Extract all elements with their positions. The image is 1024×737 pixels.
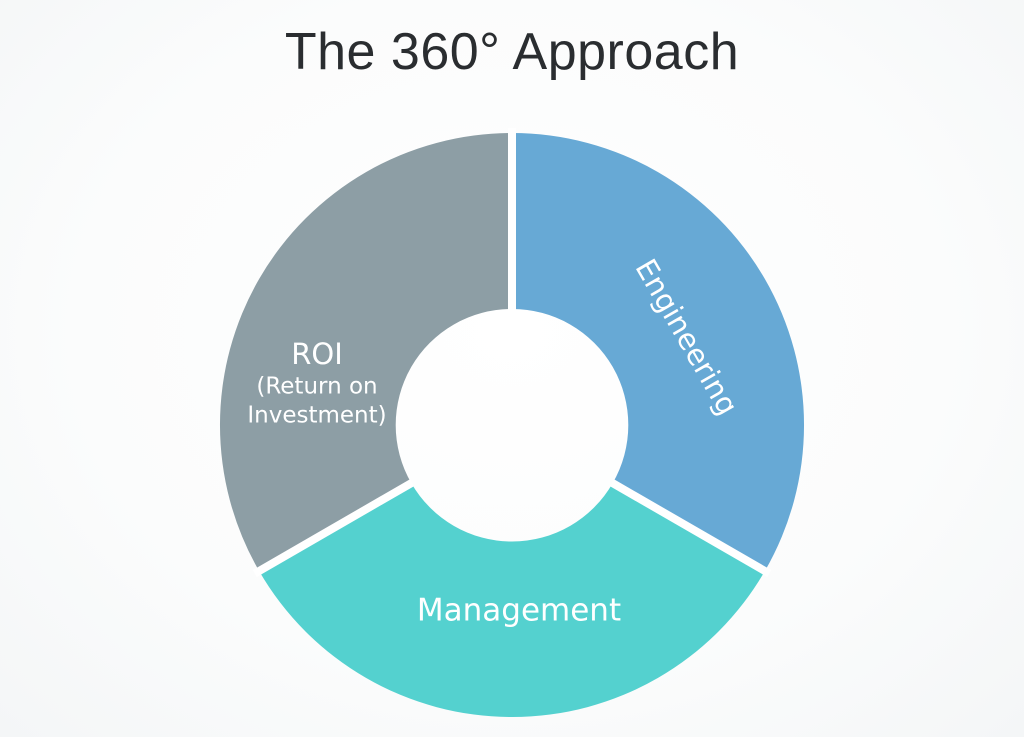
segment-roi bbox=[219, 133, 513, 571]
label-roi: ROI bbox=[291, 337, 343, 371]
diagram-title: The 360° Approach bbox=[284, 23, 740, 81]
label-management: Management bbox=[417, 593, 621, 629]
label-roi-sub-2: Investment) bbox=[247, 403, 386, 429]
segment-dividers bbox=[252, 128, 772, 577]
segment-management bbox=[259, 483, 765, 718]
label-roi-sub-1: (Return on bbox=[256, 374, 377, 400]
segment-engineering bbox=[512, 133, 805, 571]
